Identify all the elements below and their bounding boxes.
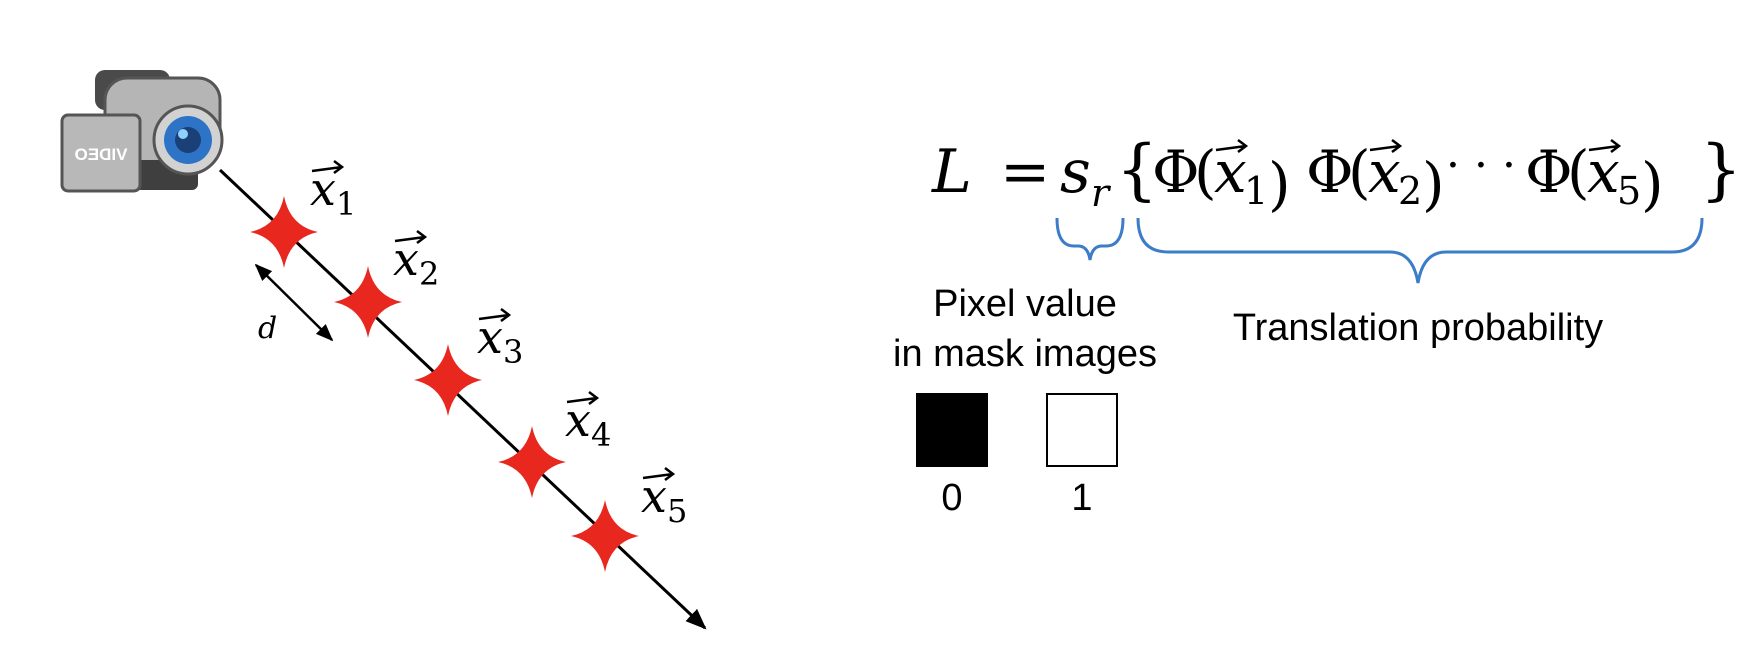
eq-s-sub: r [1091, 171, 1112, 215]
mask-swatch-white [1046, 393, 1118, 467]
svg-text:}: } [1700, 131, 1742, 208]
distance-label: d [258, 311, 277, 346]
vector-arrow-1 [311, 160, 345, 174]
sample-point-star-5 [571, 500, 639, 572]
vector-arrow-3 [478, 308, 512, 322]
eq-vector-arrow-2 [1369, 139, 1403, 153]
point-label-3: x3 [477, 310, 523, 371]
mask-swatch-black [916, 393, 988, 467]
brace-product [1136, 217, 1704, 284]
point-label-5: x5 [641, 469, 687, 530]
vector-arrow-4 [566, 391, 600, 405]
mask-label-0: 0 [941, 477, 962, 519]
distance-arrow [254, 263, 334, 342]
camera-label: VIDEO [75, 145, 128, 164]
eq-rbrace: } [1700, 131, 1742, 208]
sample-point-star-3 [414, 344, 482, 416]
eq-lbrace: { [1116, 131, 1158, 208]
svg-text:{: { [1116, 131, 1158, 208]
sample-point-star-1 [250, 196, 318, 268]
sample-point-star-4 [498, 426, 566, 498]
eq-dots: · · · [1446, 140, 1516, 191]
translation-probability-label: Translation probability [1233, 307, 1603, 349]
camera-ray-line [218, 168, 707, 630]
mask-images-label: in mask images [893, 333, 1157, 375]
likelihood-equation: L = s r { } Φ(x1)Φ(x2)Φ(x5)· · · [931, 131, 1742, 218]
brace-sr [1055, 217, 1125, 261]
eq-vector-arrow-3 [1588, 139, 1622, 153]
eq-lhs: L [931, 137, 972, 207]
eq-vector-arrow-1 [1215, 139, 1249, 153]
eq-s: s [1060, 137, 1091, 207]
point-label-4: x4 [565, 393, 611, 454]
video-camera-icon: VIDEO [60, 70, 224, 193]
vector-arrow-5 [642, 467, 676, 481]
svg-text:L = s r: L = s r [931, 137, 1112, 215]
mask-label-1: 1 [1071, 477, 1092, 519]
vector-arrow-2 [394, 230, 428, 244]
pixel-value-label: Pixel value [933, 283, 1117, 325]
sample-point-star-2 [334, 266, 402, 338]
eq-equals: = [1000, 137, 1050, 207]
